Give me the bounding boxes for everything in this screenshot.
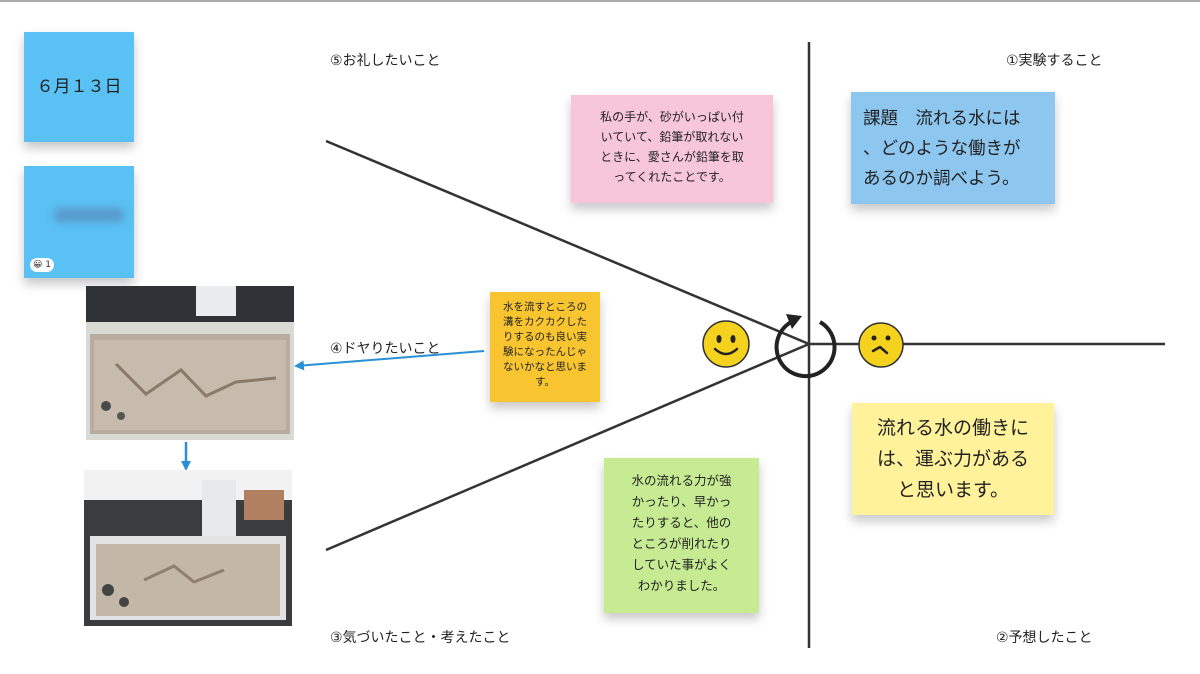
proud-note[interactable]: 水を流すところの 溝をカクカクした りするのも良い実 験になったんじゃ ないかな…: [490, 292, 600, 402]
thanks-note[interactable]: 私の手が、砂がいっぱい付 いていて、鉛筆が取れない ときに、愛さんが鉛筆を取 っ…: [571, 95, 773, 203]
cycle-arrow-icon: [774, 314, 837, 379]
thinking-face-icon: [858, 322, 904, 368]
reaction-badge[interactable]: 😀 1: [30, 258, 54, 272]
smiling-face-icon: [702, 320, 750, 368]
experiment-photo-1: [86, 286, 294, 440]
name-note[interactable]: 😀 1: [24, 166, 134, 278]
proud-arrow: [294, 350, 485, 371]
blurred-name: [54, 208, 124, 222]
date-note[interactable]: ６月１３日: [24, 32, 134, 142]
experiment-photo-2: [84, 470, 292, 626]
label-prediction: ②予想したこと: [996, 630, 1093, 646]
task-note[interactable]: 課題 流れる水には 、どのような働きが あるのか調べよう。: [851, 92, 1055, 204]
sand-tray-image: [86, 286, 294, 440]
noticed-note[interactable]: 水の流れる力が強 かったり、早かっ たりすると、他の ところが削れたり していた…: [604, 458, 759, 613]
label-proud: ④ドヤりたいこと: [330, 341, 441, 357]
label-noticed: ③気づいたこと・考えたこと: [330, 630, 511, 646]
prediction-note[interactable]: 流れる水の働きに は、運ぶ力がある と思います。: [852, 403, 1054, 515]
label-experiment: ①実験すること: [1006, 53, 1103, 69]
upper-diagonal-line: [325, 139, 810, 346]
lower-diagonal-line: [325, 342, 810, 552]
sand-tray-image-2: [84, 470, 292, 626]
label-thanks: ⑤お礼したいこと: [330, 53, 441, 69]
